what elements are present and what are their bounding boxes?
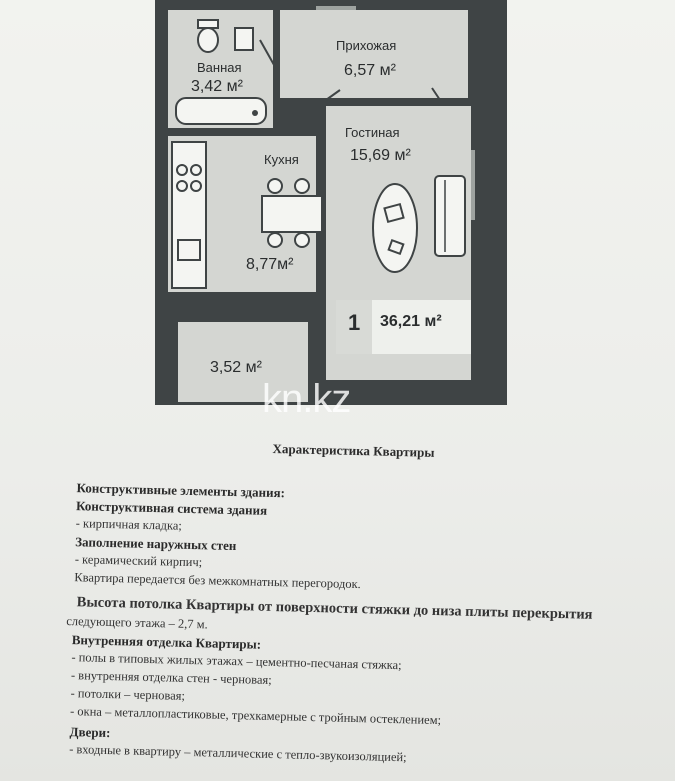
- text-line: - внутренняя отделка стен - черновая;: [70, 668, 272, 687]
- text-line: - кирпичная кладка;: [75, 516, 183, 533]
- rooms-count: 1: [348, 310, 361, 335]
- text-line: - потолки – черновая;: [70, 686, 186, 703]
- floor-plan: Ванная 3,42 м² Прихожая 6,57 м² Гостиная…: [140, 0, 520, 410]
- balcony-area: 3,52 м²: [210, 359, 262, 376]
- text-line: Двери:: [69, 724, 111, 741]
- kitchen-name: Кухня: [264, 152, 299, 167]
- text-line: - керамический кирпич;: [74, 552, 203, 570]
- text-line: следующего этажа – 2,7 м.: [66, 613, 208, 632]
- text-line: Заполнение наружных стен: [75, 534, 237, 554]
- bathroom-name: Ванная: [197, 60, 242, 75]
- floor-plan-drawing: [155, 0, 507, 405]
- text-line: Внутренняя отделка Квартиры:: [71, 632, 262, 652]
- balcony-floor: [178, 322, 308, 402]
- hallway-area: 6,57 м²: [344, 62, 396, 79]
- kitchen-area: 8,77м²: [246, 256, 294, 273]
- text-line: Конструктивная система здания: [75, 498, 268, 518]
- hallway-floor: [280, 10, 468, 98]
- living-name: Гостиная: [345, 125, 400, 140]
- living-area: 15,69 м²: [350, 147, 411, 164]
- bathroom-area: 3,42 м²: [191, 78, 243, 95]
- text-line: - окна – металлопластиковые, трехкамерны…: [69, 704, 442, 728]
- watermark: kn.kz: [262, 377, 351, 421]
- text-line: Квартира передается без межкомнатных пер…: [74, 570, 361, 592]
- hallway-name: Прихожая: [336, 38, 397, 53]
- total-area: 36,21 м²: [380, 313, 442, 330]
- text-line: - входные в квартиру – металлические с т…: [69, 742, 407, 765]
- document-title: Характеристика Квартиры: [272, 440, 435, 460]
